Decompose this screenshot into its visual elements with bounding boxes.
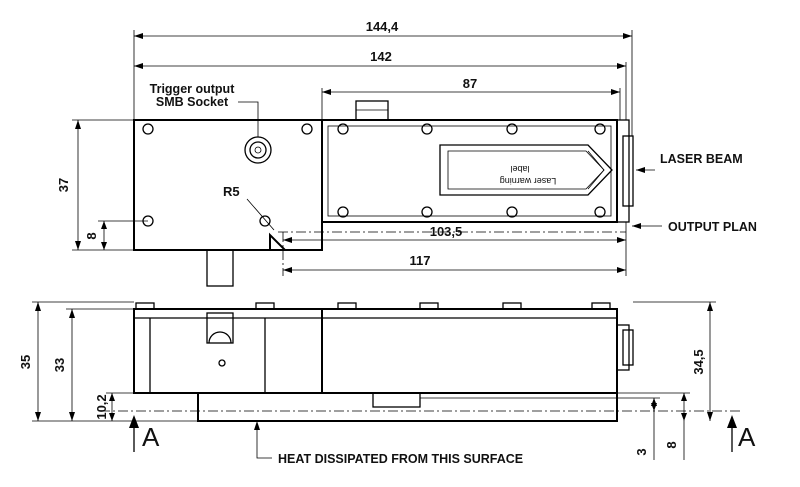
dim-8-top: 8 bbox=[84, 232, 99, 239]
label-plate-line2: label bbox=[510, 164, 529, 174]
dim-87: 87 bbox=[463, 76, 477, 91]
dim-34-5: 34,5 bbox=[691, 349, 706, 374]
side-laser-block bbox=[321, 308, 618, 394]
callout-laser-beam: LASER BEAM bbox=[660, 152, 743, 166]
callout-trigger-line1: Trigger output bbox=[150, 82, 236, 96]
smb-socket bbox=[244, 136, 272, 164]
screws-left bbox=[142, 123, 313, 227]
dim-144-4: 144,4 bbox=[366, 19, 399, 34]
output-flange bbox=[616, 119, 630, 223]
laser-section bbox=[321, 119, 618, 223]
side-flange bbox=[616, 324, 630, 371]
top-view: Laser warning label bbox=[133, 100, 634, 287]
top-dimensions: 144,4 142 87 37 8 R5 103,5 bbox=[56, 19, 633, 276]
dim-142: 142 bbox=[370, 49, 392, 64]
laser-section-inner bbox=[327, 125, 612, 217]
dim-35: 35 bbox=[18, 355, 33, 369]
base-slot bbox=[372, 392, 421, 408]
top-connector bbox=[355, 100, 389, 121]
dim-8-side: 8 bbox=[664, 441, 679, 448]
bottom-stub bbox=[206, 249, 234, 287]
section-marker-left: A bbox=[142, 422, 160, 452]
dim-103-5: 103,5 bbox=[430, 224, 463, 239]
screws-laser bbox=[337, 123, 606, 218]
callout-trigger-line2: SMB Socket bbox=[156, 95, 229, 109]
label-plate-line1: Laser warning bbox=[500, 176, 557, 186]
dim-33: 33 bbox=[52, 358, 67, 372]
side-callouts: A A HEAT DISSIPATED FROM THIS SURFACE bbox=[129, 415, 756, 466]
laser-warning-label: Laser warning label bbox=[439, 144, 613, 196]
dim-3: 3 bbox=[634, 448, 649, 455]
dim-37: 37 bbox=[56, 178, 71, 192]
side-left-block bbox=[133, 308, 323, 394]
output-window bbox=[622, 135, 634, 207]
section-marker-right: A bbox=[738, 422, 756, 452]
callout-output-plan: OUTPUT PLAN bbox=[668, 220, 757, 234]
dim-10-2: 10,2 bbox=[94, 394, 109, 419]
side-dimensions: 35 33 10,2 34,5 3 8 bbox=[18, 301, 716, 460]
dim-117: 117 bbox=[410, 253, 431, 268]
dim-r5: R5 bbox=[223, 184, 240, 199]
side-view bbox=[100, 302, 740, 422]
side-stub bbox=[206, 312, 234, 344]
top-callouts: Trigger output SMB Socket LASER BEAM OUT… bbox=[150, 82, 757, 234]
callout-heat: HEAT DISSIPATED FROM THIS SURFACE bbox=[278, 452, 523, 466]
